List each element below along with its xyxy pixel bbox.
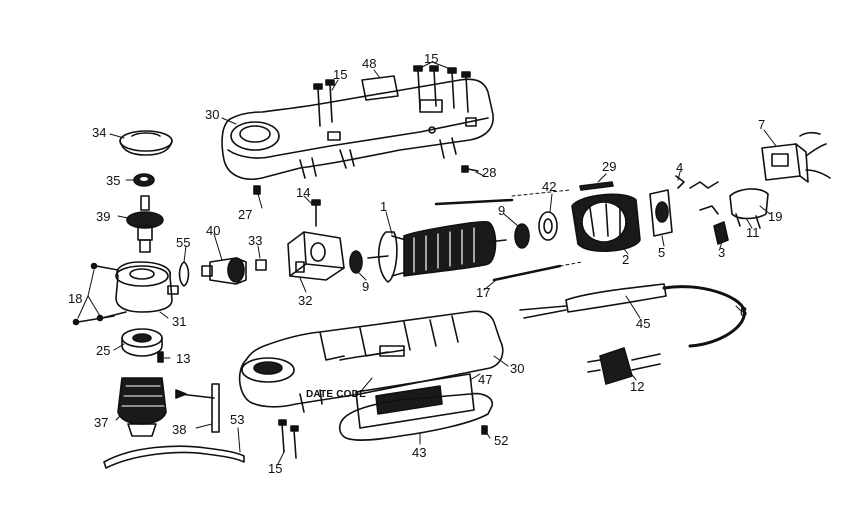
field-part: [571, 193, 641, 253]
callout-15-top-left: 15: [333, 67, 348, 82]
brush-3-part: [713, 221, 729, 245]
brush-holder-part: [649, 175, 685, 237]
bearing-ring-part: [121, 328, 163, 357]
screw-27-part: [253, 185, 261, 195]
callout-30-top: 30: [205, 107, 220, 122]
screw-18-parts: [72, 262, 127, 326]
chuck-part: [117, 377, 167, 437]
callout-17: 17: [476, 285, 491, 300]
gear-housing-part: [115, 261, 179, 313]
callout-13: 13: [176, 351, 191, 366]
nut-part: [133, 173, 155, 187]
plug-part: [587, 347, 661, 385]
callout-42: 42: [542, 179, 557, 194]
armature-part: [367, 220, 507, 283]
bearing-housing-part: [287, 231, 345, 281]
retaining-ring-part: [178, 261, 190, 287]
screw-parts-bottom: [278, 419, 299, 459]
bottom-cover-part: [338, 392, 494, 441]
gear-shaft-part: [126, 195, 164, 253]
callout-29: 29: [602, 159, 617, 174]
power-cord-part: [662, 285, 746, 348]
lower-housing-part: [238, 310, 504, 413]
switch-7-part: [761, 131, 831, 183]
callout-18: 18: [68, 291, 83, 306]
screw-14-part: [311, 199, 321, 227]
callout-25: 25: [96, 343, 111, 358]
callout-53: 53: [230, 412, 245, 427]
screw-parts-top: [313, 65, 471, 127]
date-code-label: DATE CODE: [306, 389, 366, 400]
callout-3: 3: [718, 245, 726, 260]
callout-30-bottom: 30: [510, 361, 525, 376]
callout-4: 4: [676, 160, 684, 175]
callout-40: 40: [206, 223, 221, 238]
callout-39: 39: [96, 209, 111, 224]
callout-9-left: 9: [362, 279, 370, 294]
screw-13-part: [157, 351, 164, 363]
screw-52-part: [481, 425, 488, 435]
callout-8: 8: [740, 304, 748, 319]
callout-9-right: 9: [498, 203, 506, 218]
leader-lines: [77, 61, 777, 465]
washer-33-part: [255, 259, 267, 271]
callout-47: 47: [478, 372, 493, 387]
spring-part: [689, 181, 719, 215]
callout-2: 2: [622, 252, 630, 267]
screw-28-part: [461, 165, 479, 173]
callout-27: 27: [238, 207, 253, 222]
rod-part: [434, 198, 514, 206]
bearing-9b-part: [514, 223, 530, 249]
callout-38: 38: [172, 422, 187, 437]
callout-34: 34: [92, 125, 107, 140]
callout-14: 14: [296, 185, 311, 200]
callout-15-bottom: 15: [268, 461, 283, 476]
upper-housing-part: [221, 78, 494, 180]
callout-31: 31: [172, 314, 187, 329]
strap-part: [103, 445, 245, 469]
rod-17-part: [492, 264, 562, 282]
callout-52: 52: [494, 433, 509, 448]
label-plate-part: [361, 75, 399, 101]
bearing-42-part: [538, 211, 558, 241]
callout-1: 1: [380, 199, 388, 214]
callout-11: 11: [746, 225, 760, 240]
callout-37: 37: [94, 415, 109, 430]
switch-part: [729, 188, 769, 229]
chuck-key-part: [175, 383, 220, 433]
bearing-9-part: [349, 250, 363, 274]
brush-strip-part: [579, 181, 614, 191]
callout-12: 12: [630, 379, 645, 394]
callout-48: 48: [362, 56, 377, 71]
callout-28: 28: [482, 165, 497, 180]
callout-45: 45: [636, 316, 651, 331]
callout-35: 35: [106, 173, 121, 188]
callout-43: 43: [412, 445, 427, 460]
cap-part: [119, 130, 173, 156]
callout-32: 32: [298, 293, 313, 308]
callout-15-top-right: 15: [424, 51, 439, 66]
callout-55: 55: [176, 235, 191, 250]
callout-5: 5: [658, 245, 666, 260]
gear-40-part: [201, 257, 247, 285]
callout-19: 19: [768, 209, 783, 224]
callout-33: 33: [248, 233, 263, 248]
base-plate-part: [355, 373, 475, 429]
callout-7: 7: [758, 117, 766, 132]
cord-sleeve-part: [519, 283, 667, 319]
